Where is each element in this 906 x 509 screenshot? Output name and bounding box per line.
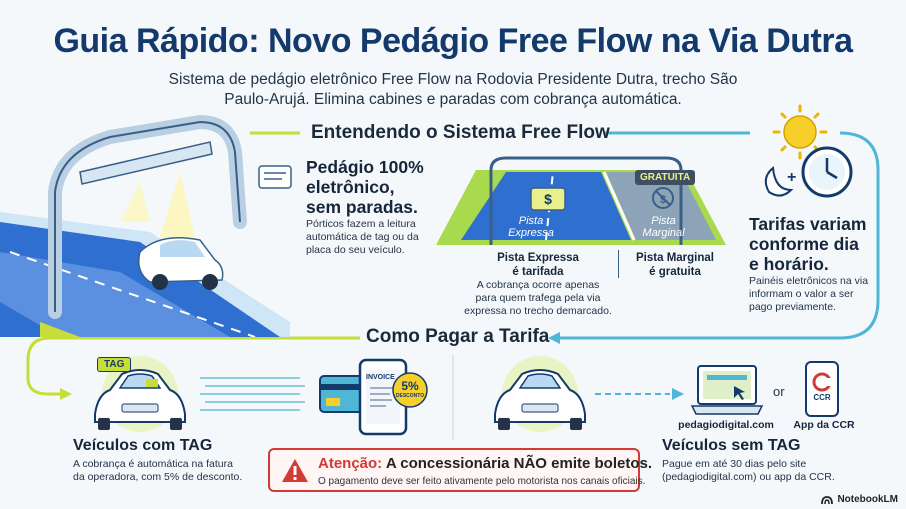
laptop-icon <box>690 365 764 415</box>
app-label: App da CCR <box>793 419 855 431</box>
clock-icon <box>801 146 853 198</box>
page-title: Guia Rápido: Novo Pedágio Free Flow na V… <box>53 22 853 60</box>
gantry-icon <box>0 114 290 337</box>
tariff-text: Painéis eletrônicos na via informam o va… <box>749 275 869 313</box>
or-label: or <box>773 384 785 399</box>
discount-label: DESCONTO <box>395 393 425 399</box>
section-title-payment: Como Pagar a Tarifa <box>366 326 550 347</box>
svg-text:$: $ <box>660 194 666 206</box>
phone-invoice-icon <box>319 358 428 436</box>
time-variation-icon: + <box>764 104 853 198</box>
lane-divider <box>618 250 619 278</box>
tag-text: A cobrança é automática na fatura da ope… <box>73 458 243 483</box>
sun-icon <box>772 104 828 160</box>
marginal-lane-label: Pista Marginal é gratuita <box>636 252 714 278</box>
section-title-free-flow: Entendendo o Sistema Free Flow <box>311 122 610 143</box>
warning-icon <box>282 459 308 482</box>
tag-heading: Veículos com TAG <box>73 437 213 454</box>
notag-heading: Veículos sem TAG <box>662 437 801 454</box>
tag-car-icon <box>94 356 186 432</box>
page-subtitle: Sistema de pedágio eletrônico Free Flow … <box>168 71 738 108</box>
lanes-illustration: $ $ <box>436 156 726 245</box>
marginal-lane-road-label: Pista Marginal <box>642 215 685 239</box>
warning-title: Atenção: A concessionária NÃO emite bole… <box>318 455 652 472</box>
warning-box: Atenção: A concessionária NÃO emite bole… <box>268 448 652 492</box>
warning-detail: O pagamento deve ser feito ativamente pe… <box>318 476 646 487</box>
moon-icon <box>764 166 794 197</box>
express-lane-road-label: Pista Expressa <box>508 215 554 239</box>
ccr-logo-text: CCR <box>813 393 831 402</box>
tag-badge: TAG <box>97 357 132 372</box>
electronic-toll-text: Pórticos fazem a leitura automática de t… <box>306 218 419 256</box>
electronic-toll-heading: Pedágio 100% eletrônico, sem paradas. <box>306 157 424 217</box>
svg-text:+: + <box>787 169 796 186</box>
car-icon <box>494 356 586 432</box>
svg-text:$: $ <box>544 191 552 207</box>
ccr-app-icon <box>805 361 839 417</box>
site-label: pedagiodigital.com <box>678 419 774 431</box>
tariff-heading: Tarifas variam conforme dia e horário. <box>749 214 867 274</box>
invoice-label: INVOICE <box>366 374 395 381</box>
brand-logo: NotebookLM <box>821 494 898 505</box>
express-lane-note: A cobrança ocorre apenas para quem trafe… <box>464 279 612 317</box>
road-sign-icon <box>258 165 292 189</box>
discount-value: 5% <box>401 379 419 393</box>
express-lane-label: Pista Expressa é tarifada <box>497 252 579 278</box>
notebooklm-logo-icon <box>821 495 834 504</box>
notag-text: Pague em até 30 dias pelo site (pedagiod… <box>662 458 835 483</box>
free-lane-badge: GRATUITA <box>635 170 696 185</box>
car-icon <box>138 237 224 290</box>
